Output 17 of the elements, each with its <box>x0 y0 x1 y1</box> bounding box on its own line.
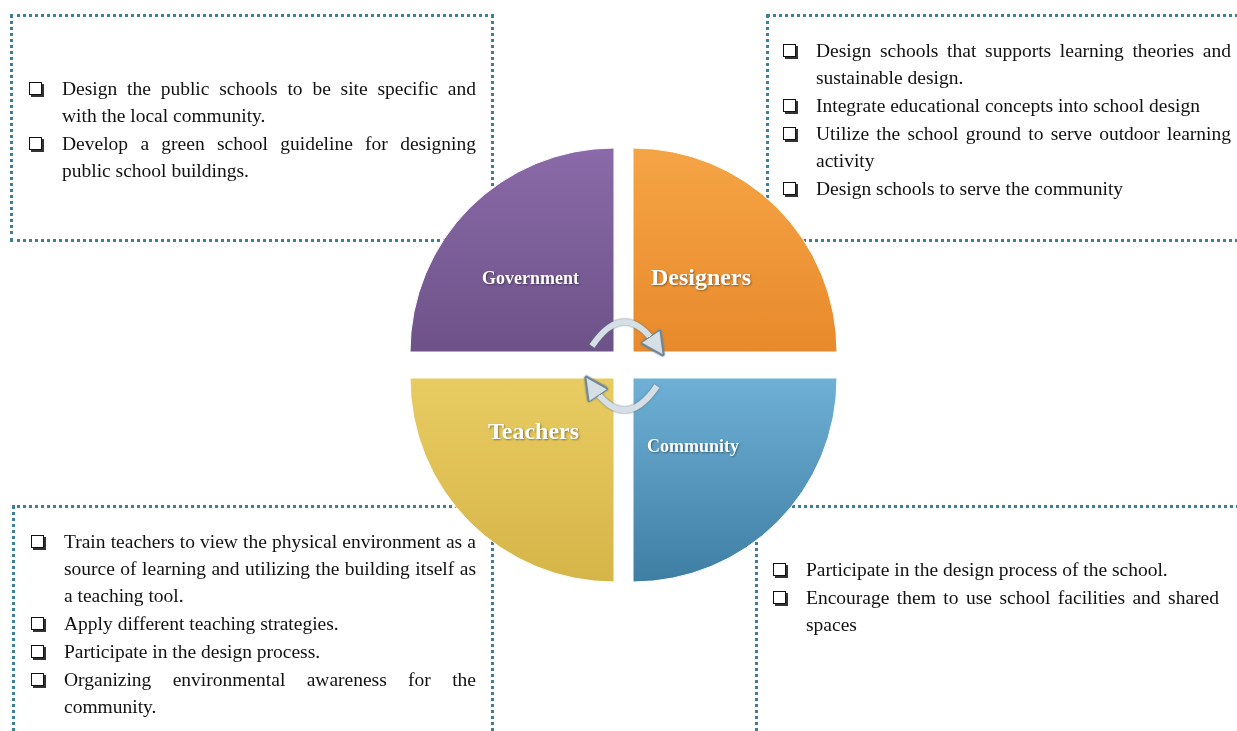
list-item: Apply different teaching strategies. <box>64 612 340 636</box>
quadrant-label: Government <box>482 268 579 289</box>
list-item: Organizing environmental awareness for the community. <box>64 668 476 719</box>
list-item: Encourage them to use school facilities and shared spaces <box>806 586 1219 637</box>
list-item: Utilize the school ground to serve outdoor learning activity <box>816 122 1231 173</box>
list-item: Design schools that supports learning theories and sustainable design. <box>816 39 1231 90</box>
quadrant-label: Community <box>647 436 739 457</box>
list-item: Design the public schools to be site specific and with the local community. <box>62 77 476 128</box>
list-item: Design schools to serve the community <box>816 177 1125 201</box>
list-item: Train teachers to view the physical environment as a source of learning and utilizing the building itself as a teaching tool. <box>64 530 476 608</box>
list-item: Integrate educational concepts into school design <box>816 94 1201 118</box>
list-item: Participate in the design process. <box>64 640 322 664</box>
curved-arrow <box>589 319 666 357</box>
list-item: Develop a green school guideline for designing public school buildings. <box>62 132 476 183</box>
quadrant-label: Designers <box>651 264 751 291</box>
list-item: Participate in the design process of the school. <box>806 558 1169 582</box>
quadrant-label: Teachers <box>488 418 580 445</box>
